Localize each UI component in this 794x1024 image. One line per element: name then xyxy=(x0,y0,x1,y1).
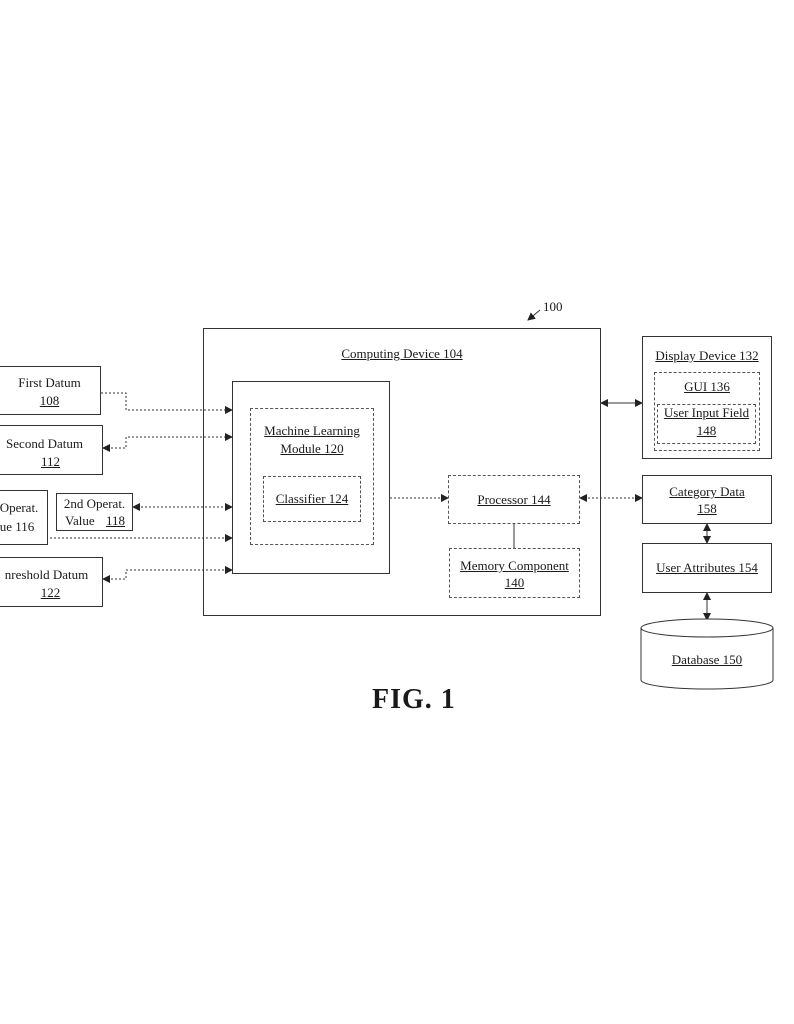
user-attributes-box: User Attributes 154 xyxy=(642,543,772,593)
first-datum-number: 108 xyxy=(39,393,60,408)
database-cylinder xyxy=(640,618,774,690)
figure-ref-label: 100 xyxy=(543,299,563,314)
classifier-label: Classifier 124 xyxy=(275,491,349,506)
ml-container-box xyxy=(232,381,390,574)
threshold-datum-box: nreshold Datum 122 xyxy=(0,557,103,607)
user-input-field-label: User Input Field xyxy=(663,405,750,420)
processor-label: Processor 144 xyxy=(477,492,551,507)
ref-100-arrow xyxy=(527,309,541,321)
first-operational-value-number: ue 116 xyxy=(0,519,35,534)
first-operational-value-label: Operat. xyxy=(0,500,39,515)
gui-box: GUI 136 xyxy=(654,372,760,451)
edge-first-datum-to-ml xyxy=(101,392,233,414)
ml-module-box: Machine Learning Module 120 xyxy=(250,408,374,545)
edge-threshold-ml xyxy=(102,566,233,583)
category-data-label: Category Data xyxy=(669,484,745,499)
second-operational-value-box: 2nd Operat. Value 118 xyxy=(56,493,133,531)
ml-module-number: Module 120 xyxy=(280,441,344,456)
threshold-datum-label: nreshold Datum xyxy=(4,567,89,582)
display-device-box: Display Device 132 xyxy=(642,336,772,459)
figure-caption: FIG. 1 xyxy=(372,684,456,715)
display-device-label: Display Device 132 xyxy=(655,348,759,363)
second-datum-label: Second Datum xyxy=(6,436,83,451)
computing-device-label: Computing Device 104 xyxy=(341,346,463,361)
edge-second-datum-ml xyxy=(102,433,233,452)
classifier-box: Classifier 124 xyxy=(263,476,361,522)
threshold-datum-number: 122 xyxy=(40,585,61,600)
computing-device-box: Computing Device 104 xyxy=(203,328,601,616)
user-attributes-label: User Attributes 154 xyxy=(656,560,758,575)
gui-label: GUI 136 xyxy=(684,379,730,394)
memory-component-number: 140 xyxy=(504,575,525,590)
processor-box: Processor 144 xyxy=(448,475,580,524)
user-input-field-number: 148 xyxy=(696,423,717,438)
second-datum-number: 112 xyxy=(40,454,61,469)
memory-component-label: Memory Component xyxy=(460,558,569,573)
second-operational-value-label-2: Value xyxy=(65,513,95,528)
second-datum-box: Second Datum 112 xyxy=(0,425,103,475)
category-data-number: 158 xyxy=(697,501,717,516)
database-label: Database 150 xyxy=(671,652,743,667)
category-data-box: Category Data 158 xyxy=(642,475,772,524)
user-input-field-box: User Input Field 148 xyxy=(657,404,756,444)
second-operational-value-label: 2nd Operat. xyxy=(63,496,126,511)
first-operational-value-box: Operat. ue 116 xyxy=(0,490,48,545)
ml-module-label: Machine Learning xyxy=(264,423,360,438)
first-datum-label: First Datum xyxy=(18,375,81,390)
second-operational-value-number: 118 xyxy=(106,513,126,528)
first-datum-box: First Datum 108 xyxy=(0,366,101,415)
memory-component-box: Memory Component 140 xyxy=(449,548,580,598)
